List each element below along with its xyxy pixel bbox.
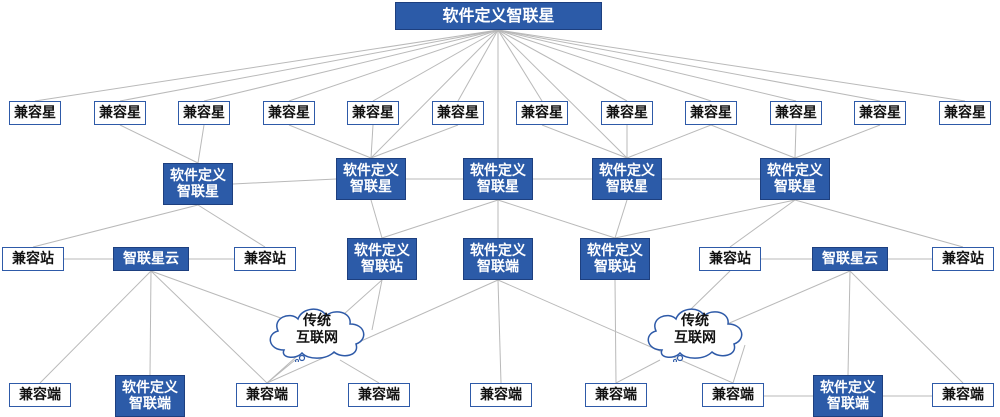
compat-station-3: 兼容站 <box>699 247 761 271</box>
link-line-62 <box>732 344 746 384</box>
link-line-12 <box>497 29 966 102</box>
internet-cloud-right: 传统 互联网 <box>640 304 750 362</box>
link-line-13 <box>370 29 499 159</box>
link-line-25 <box>794 124 797 159</box>
sd-satellite-4: 软件定义 智联星 <box>592 158 662 200</box>
link-line-15 <box>497 29 628 159</box>
link-line-18 <box>288 124 372 159</box>
compat-terminal-1: 兼容端 <box>9 383 71 407</box>
compat-terminal-4: 兼容端 <box>470 383 532 407</box>
link-line-48 <box>150 270 301 326</box>
link-line-32 <box>197 204 266 248</box>
compat-satellite-12: 兼容星 <box>939 101 991 125</box>
link-line-45 <box>39 270 152 384</box>
link-line-17 <box>197 124 205 164</box>
link-line-52 <box>497 279 502 384</box>
internet-label-right: 传统 互联网 <box>674 313 716 346</box>
compat-satellite-2: 兼容星 <box>94 101 146 125</box>
link-line-16 <box>119 124 199 164</box>
compat-satellite-1: 兼容星 <box>9 101 61 125</box>
link-line-7 <box>497 29 543 102</box>
link-line-27 <box>232 178 337 185</box>
link-line-37 <box>614 199 628 239</box>
compat-terminal-3: 兼容端 <box>348 383 410 407</box>
sd-terminal-top: 软件定义 智联端 <box>463 238 533 280</box>
link-line-59 <box>849 270 964 384</box>
cloud-icon <box>647 308 743 362</box>
link-line-2 <box>119 29 499 102</box>
compat-satellite-11: 兼容星 <box>854 101 906 125</box>
link-line-21 <box>541 124 628 159</box>
compat-station-2: 兼容站 <box>234 247 296 271</box>
link-line-60 <box>689 270 731 311</box>
link-line-38 <box>729 199 796 248</box>
cloud-icon <box>269 308 365 362</box>
link-line-26 <box>794 124 881 159</box>
link-line-50 <box>371 279 383 331</box>
sd-station-right: 软件定义 智联站 <box>580 238 650 280</box>
link-line-34 <box>381 199 499 239</box>
link-line-51 <box>339 359 380 384</box>
sd-terminal-right: 软件定义 智联端 <box>813 375 883 417</box>
compat-terminal-2: 兼容端 <box>236 383 298 407</box>
compat-satellite-8: 兼容星 <box>601 101 653 125</box>
link-line-4 <box>288 29 499 102</box>
link-line-3 <box>203 29 499 102</box>
link-line-9 <box>497 29 712 102</box>
link-line-61 <box>615 359 661 384</box>
internet-label-left: 传统 互联网 <box>296 313 338 346</box>
link-line-46 <box>149 270 152 376</box>
compat-satellite-4: 兼容星 <box>263 101 315 125</box>
link-line-6 <box>457 29 499 102</box>
sd-satellite-1: 软件定义 智联星 <box>163 163 233 205</box>
link-line-33 <box>370 199 383 239</box>
link-line-19 <box>370 124 374 159</box>
sd-station-left: 软件定义 智联站 <box>347 238 417 280</box>
compat-satellite-9: 兼容星 <box>685 101 737 125</box>
sd-satellite-5: 软件定义 智联星 <box>760 158 830 200</box>
link-line-1 <box>34 29 499 102</box>
compat-station-1: 兼容站 <box>2 247 64 271</box>
link-line-31 <box>32 204 199 248</box>
link-line-11 <box>497 29 881 102</box>
sd-terminal-left: 软件定义 智联端 <box>115 375 185 417</box>
compat-satellite-5: 兼容星 <box>347 101 399 125</box>
link-line-58 <box>847 270 851 376</box>
compat-satellite-10: 兼容星 <box>770 101 822 125</box>
root-sd-satellite: 软件定义智联星 <box>395 2 602 30</box>
link-line-8 <box>497 29 628 102</box>
link-line-36 <box>497 199 616 239</box>
cloud-node-right: 智联星云 <box>812 247 888 271</box>
link-line-23 <box>626 124 712 159</box>
link-line-40 <box>614 199 796 239</box>
compat-terminal-7: 兼容端 <box>932 383 994 407</box>
compat-terminal-5: 兼容端 <box>585 383 647 407</box>
link-line-24 <box>710 124 796 159</box>
link-line-53 <box>266 279 499 384</box>
compat-satellite-7: 兼容星 <box>516 101 568 125</box>
link-line-10 <box>497 29 797 102</box>
sd-satellite-3: 软件定义 智联星 <box>463 158 533 200</box>
cloud-node-left: 智联星云 <box>113 247 189 271</box>
compat-station-4: 兼容站 <box>932 247 994 271</box>
link-line-39 <box>794 199 964 248</box>
link-line-5 <box>372 29 499 102</box>
link-line-20 <box>370 124 459 159</box>
compat-satellite-3: 兼容星 <box>178 101 230 125</box>
link-line-47 <box>150 270 268 384</box>
sd-satellite-2: 软件定义 智联星 <box>336 158 406 200</box>
link-line-56 <box>497 279 734 384</box>
internet-cloud-left: 传统 互联网 <box>262 304 372 362</box>
compat-satellite-6: 兼容星 <box>432 101 484 125</box>
compat-terminal-6: 兼容端 <box>702 383 764 407</box>
